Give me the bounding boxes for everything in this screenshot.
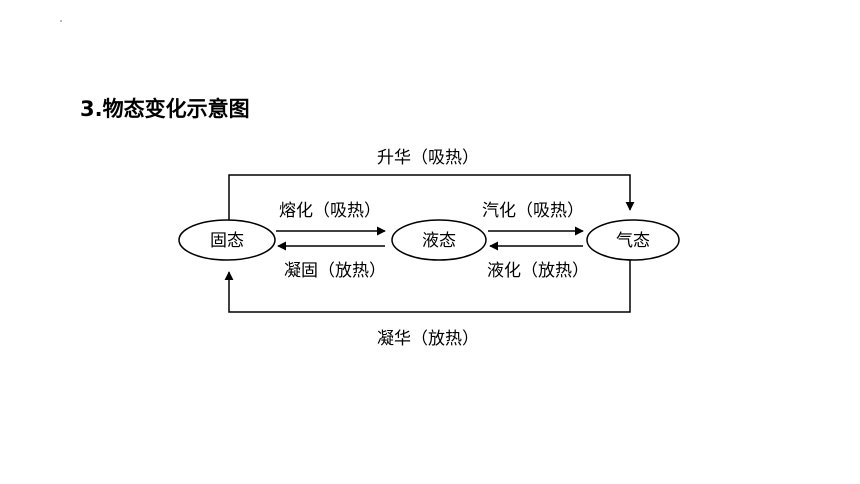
melting-label: 熔化（吸热） [279, 201, 381, 221]
gas-state-node [586, 219, 680, 261]
solid-state-node [178, 219, 276, 261]
vaporization-label: 汽化（吸热） [482, 201, 584, 221]
deposition-arrow [224, 260, 631, 313]
decor-dot [60, 20, 62, 22]
gas-state-label: 气态 [616, 231, 650, 251]
deposition-label: 凝华（放热） [377, 329, 479, 349]
liquefaction-label: 液化（放热） [487, 261, 589, 281]
sublimation-arrow [228, 174, 635, 220]
liquid-state-label: 液态 [422, 231, 456, 251]
solidification-label: 凝固（放热） [284, 261, 386, 281]
sublimation-label: 升华（吸热） [377, 148, 479, 168]
solid-state-label: 固态 [210, 231, 244, 251]
slide-title: 3.物态变化示意图 [80, 97, 250, 121]
liquid-state-node [391, 219, 487, 261]
